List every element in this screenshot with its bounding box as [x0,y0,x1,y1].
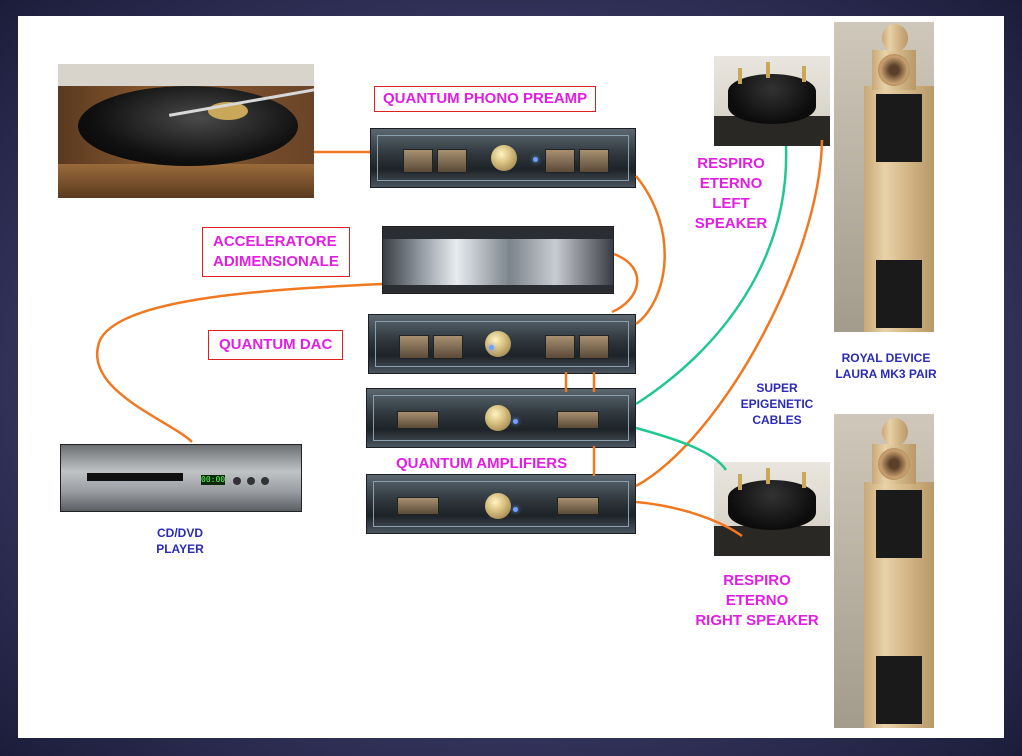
left-speaker-line2: ETERNO [699,175,763,192]
speaker-body [728,74,816,124]
tower-top-photo [864,86,934,332]
phono-preamp-label: QUANTUM PHONO PREAMP [374,86,597,112]
module-window [557,411,599,429]
tube-window [545,149,575,173]
cd-label-line2: PLAYER [156,542,204,556]
speaker-post [802,66,806,82]
left-speaker-photo [714,56,830,146]
turntable-plinth [58,64,314,86]
royal-line2: LAURA MK3 PAIR [835,367,937,381]
volume-knob [485,493,511,519]
speaker-post [738,474,742,490]
tower-top-horn-box [872,50,916,90]
turntable-photo [58,64,314,198]
speaker-post [766,62,770,78]
cables-line1: SUPER [756,381,798,395]
tube-window [579,335,609,359]
horn-icon [878,54,910,86]
tube-window [579,149,609,173]
cd-player-label: CD/DVD PLAYER [150,525,210,557]
accelerator-label: ACCELERATORE ADIMENSIONALE [202,227,350,277]
tower-bottom-horn-box [872,444,916,484]
left-speaker-line4: SPEAKER [694,215,768,232]
cd-button [261,477,269,485]
tower-grille-top [876,94,922,162]
accelerator-photo [382,226,614,294]
cd-display: 00:00 [201,475,226,485]
accelerator-label-line1: ACCELERATORE [213,233,337,250]
tower-top-tweeter [882,24,908,52]
royal-device-label: ROYAL DEVICE LAURA MK3 PAIR [826,350,946,382]
accelerator-top [383,227,613,239]
dac-label: QUANTUM DAC [208,330,344,360]
cables-line3: CABLES [752,413,802,427]
cables-label: SUPER EPIGENETIC CABLES [732,380,822,428]
power-led [533,157,538,162]
amplifiers-label: QUANTUM AMPLIFIERS [396,455,568,472]
left-speaker-label: RESPIRO ETERNO LEFT SPEAKER [686,154,776,234]
tower-bottom-tweeter [882,418,908,446]
right-speaker-photo [714,462,830,556]
speaker-post [802,472,806,488]
left-speaker-line3: LEFT [712,195,750,212]
dac-photo [368,314,636,374]
disc-slot [87,473,183,481]
power-led [489,345,494,350]
tower-grille-bottom [876,656,922,724]
panel-rim [377,135,629,181]
tube-window [403,149,433,173]
accelerator-bottom [383,285,613,293]
tube-window [545,335,575,359]
amplifier-top-photo [366,388,636,448]
tower-bottom-photo [864,482,934,728]
speaker-post [766,468,770,484]
tower-grille-bottom [876,260,922,328]
cd-button [233,477,241,485]
right-speaker-line2: ETERNO [725,592,789,609]
module-window [557,497,599,515]
power-led [513,419,518,424]
module-window [397,411,439,429]
right-speaker-label: RESPIRO ETERNO RIGHT SPEAKER [684,571,830,631]
panel-rim [373,481,629,527]
tower-grille-top [876,490,922,558]
right-speaker-line3: RIGHT SPEAKER [695,612,819,629]
amplifier-bottom-photo [366,474,636,534]
speaker-post [738,68,742,84]
right-speaker-line1: RESPIRO [723,572,791,589]
tube-window [437,149,467,173]
volume-knob [485,331,511,357]
phono-preamp-photo [370,128,636,188]
volume-knob [491,145,517,171]
speaker-shelf [714,526,830,556]
horn-icon [878,448,910,480]
cd-label-line1: CD/DVD [156,526,203,540]
tube-window [399,335,429,359]
module-window [397,497,439,515]
cd-player-photo: 00:00 [60,444,302,512]
turntable-base [58,164,314,198]
cd-button [247,477,255,485]
accelerator-label-line2: ADIMENSIONALE [213,253,339,270]
volume-knob [485,405,511,431]
left-speaker-line1: RESPIRO [697,155,765,172]
royal-line1: ROYAL DEVICE [841,351,931,365]
power-led [513,507,518,512]
tube-window [433,335,463,359]
cables-line2: EPIGENETIC [740,397,814,411]
